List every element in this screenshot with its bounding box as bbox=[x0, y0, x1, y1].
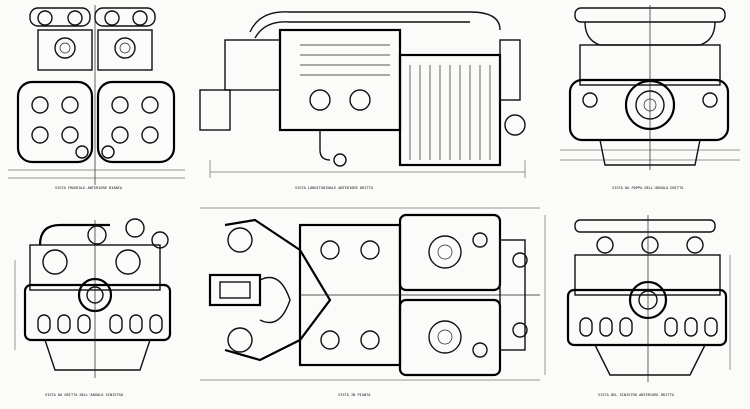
side-view-caption: VISTA LONGITUDINALE ANTERIORE DRITTO bbox=[295, 186, 373, 190]
rear-bottom-right-view: VISTA DEL SINISTRO ANTERIORE DRITTO bbox=[566, 215, 731, 397]
rear-bottom-right-view-caption: VISTA DEL SINISTRO ANTERIORE DRITTO bbox=[598, 393, 674, 397]
plan-view-caption: VISTA IN PIANTA bbox=[338, 393, 371, 397]
front-view: VISTA FRONTALE ANTERIORE BIANCA bbox=[8, 5, 185, 190]
side-view: VISTA LONGITUDINALE ANTERIORE DRITTO bbox=[199, 11, 526, 190]
plan-view: VISTA IN PIANTA bbox=[200, 207, 546, 397]
rear-bottom-left-view-caption: VISTA DA DRITTA DELL'ANGOLO SINISTRO bbox=[45, 393, 123, 397]
rear-top-view-caption: VISTA DA POPPA DELL'ANGOLO DRITTA bbox=[612, 186, 684, 190]
front-view-caption: VISTA FRONTALE ANTERIORE BIANCA bbox=[55, 186, 123, 190]
rear-bottom-left-view: VISTA DA DRITTA DELL'ANGOLO SINISTRO bbox=[14, 218, 172, 397]
rear-top-view: VISTA DA POPPA DELL'ANGOLO DRITTA bbox=[560, 5, 740, 190]
